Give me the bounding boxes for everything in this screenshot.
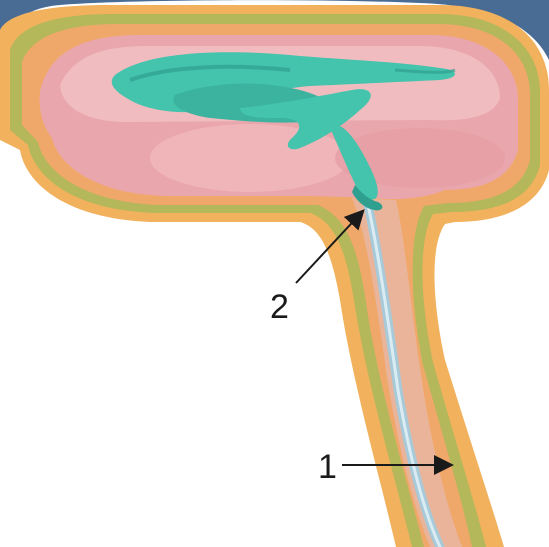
label-2: 2 bbox=[270, 288, 289, 326]
label-1: 1 bbox=[318, 448, 337, 486]
